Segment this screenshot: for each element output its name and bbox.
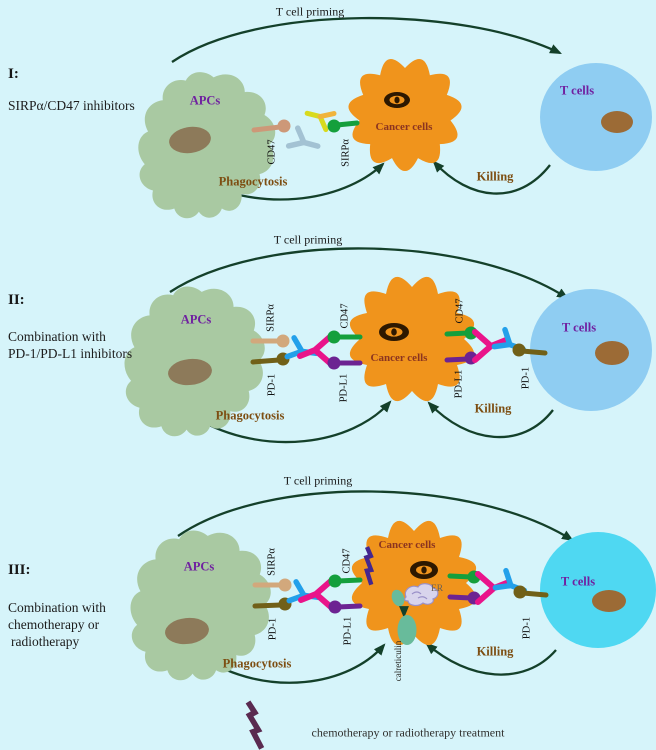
er-detail xyxy=(411,591,428,600)
panel3-organelles xyxy=(360,547,439,645)
tcell-priming-arrow-panel3 xyxy=(177,490,574,542)
er-organelle xyxy=(404,583,439,607)
cancer-pdl1-receptor-left xyxy=(327,356,363,370)
panel2-title-line1: Combination with xyxy=(8,329,106,344)
panel2-numeral: II: xyxy=(8,292,25,308)
tcell xyxy=(530,289,652,411)
cancer-nucleus xyxy=(379,323,409,341)
cancer-nucleus xyxy=(384,92,410,108)
apc-nucleus xyxy=(168,358,212,386)
panel3-er-label: ER xyxy=(431,584,444,594)
panel3-tcell-pd1-label: PD-1 xyxy=(521,616,533,640)
panel2-cancer-pdl1-right-label: PD-L1 xyxy=(453,369,465,399)
panel1-cd47-receptor-label: CD47 xyxy=(266,139,278,165)
panel1-numeral: I: xyxy=(8,66,19,82)
panel1-title: SIRPα/CD47 inhibitors xyxy=(8,98,135,113)
panel3-calreticulin-label: calreticulin xyxy=(393,640,403,682)
panel1-tcells-label: T cells xyxy=(559,83,595,98)
panel2-cancer-cells-label: Cancer cells xyxy=(370,352,428,364)
tcell-priming-arrow-panel2 xyxy=(169,247,569,300)
panel1-apcs-label: APCs xyxy=(189,93,221,108)
tcell-nucleus xyxy=(595,341,629,365)
panel3-title-line3: radiotherapy xyxy=(11,634,80,649)
phagocytosis-arrow-panel2 xyxy=(195,400,392,444)
killing-arrow-panel2 xyxy=(427,401,554,439)
panel2-cancer-pdl1-left-label: PD-L1 xyxy=(338,373,350,403)
cancer-cd47-receptor-left xyxy=(327,330,363,344)
panel3-phagocytosis-label: Phagocytosis xyxy=(222,656,292,671)
tcell-priming-arrow-panel1 xyxy=(171,16,562,63)
panel1-cancer-cells-label: Cancer cells xyxy=(375,121,433,133)
panel3-title-line1: Combination with xyxy=(8,600,106,615)
panel3-priming-label: T cell priming xyxy=(283,473,353,488)
tcell xyxy=(540,63,652,171)
tcell-pd1-receptor xyxy=(512,343,548,357)
cancer-pdl1-receptor xyxy=(328,600,363,614)
panel1-killing-label: Killing xyxy=(476,169,514,184)
panel3-receptors xyxy=(252,571,549,614)
panel1-receptors xyxy=(251,110,360,158)
tcell-pd1-receptor xyxy=(513,585,549,599)
calreticulin-vesicle xyxy=(391,589,405,607)
killing-arrow-panel1 xyxy=(432,160,551,195)
panel3-apc-sirpa-label: SIRPα xyxy=(266,548,278,576)
panel1-phagocytosis-label: Phagocytosis xyxy=(218,174,288,189)
apc-sirpa-receptor xyxy=(250,334,290,348)
sirpa-receptor xyxy=(327,119,360,133)
panel3-tcells-label: T cells xyxy=(560,574,596,589)
killing-arrow-panel3 xyxy=(425,642,557,676)
panel1-sirpa-receptor-label: SIRPα xyxy=(340,139,352,167)
cancer-cell xyxy=(348,58,462,172)
panel3-numeral: III: xyxy=(8,562,31,578)
panel3-cancer-pdl1-label: PD-L1 xyxy=(342,616,354,646)
panel1-priming-label: T cell priming xyxy=(275,4,345,19)
panel2-apcs-label: APCs xyxy=(180,312,212,327)
apc-nucleus xyxy=(165,617,209,645)
cancer-nucleus xyxy=(410,561,438,579)
panel1-cells xyxy=(138,58,652,219)
tcell-nucleus xyxy=(601,111,633,133)
legend-bolt-icon xyxy=(246,702,263,748)
panel3-title-line2: chemotherapy or xyxy=(8,617,100,632)
panel2-phagocytosis-label: Phagocytosis xyxy=(215,408,285,423)
cancer-cell xyxy=(351,520,477,646)
panel3-apcs-label: APCs xyxy=(183,559,215,574)
panel2-cells xyxy=(124,276,652,437)
apc-nucleus xyxy=(169,126,211,154)
tcell xyxy=(540,532,656,648)
cancer-cd47-receptor xyxy=(328,574,363,588)
panel2-apc-pd1-label: PD-1 xyxy=(266,373,278,397)
panel2-title-line2: PD-1/PD-L1 inhibitors xyxy=(8,346,133,361)
cd47-receptor xyxy=(251,119,291,133)
panel3-cancer-cells-label: Cancer cells xyxy=(378,539,436,551)
tcell-nucleus xyxy=(592,590,626,612)
panel2-cancer-cd47-right-label: CD47 xyxy=(454,298,466,324)
panel3-apc-pd1-label: PD-1 xyxy=(267,617,279,641)
apc-sirpa-receptor xyxy=(252,578,292,592)
panel3-cancer-cd47-label: CD47 xyxy=(341,548,353,574)
panel3-cells xyxy=(130,520,656,681)
panel2-priming-label: T cell priming xyxy=(273,232,343,247)
panel2-cancer-cd47-left-label: CD47 xyxy=(339,303,351,329)
panel2-apc-sirpa-label: SIRPα xyxy=(265,304,277,332)
cancer-cell xyxy=(349,276,475,402)
anti-cd47-antibody xyxy=(289,128,321,158)
panel3-killing-label: Killing xyxy=(476,644,514,659)
panel2-killing-label: Killing xyxy=(474,401,512,416)
panel2-receptors xyxy=(250,326,548,370)
anti-sirpa-antibody xyxy=(304,110,337,133)
legend-treatment-label: chemotherapy or radiotherapy treatment xyxy=(311,725,505,740)
panel2-tcell-pd1-label: PD-1 xyxy=(520,366,532,390)
calreticulin-surface xyxy=(397,615,417,645)
panel2-tcells-label: T cells xyxy=(561,320,597,335)
